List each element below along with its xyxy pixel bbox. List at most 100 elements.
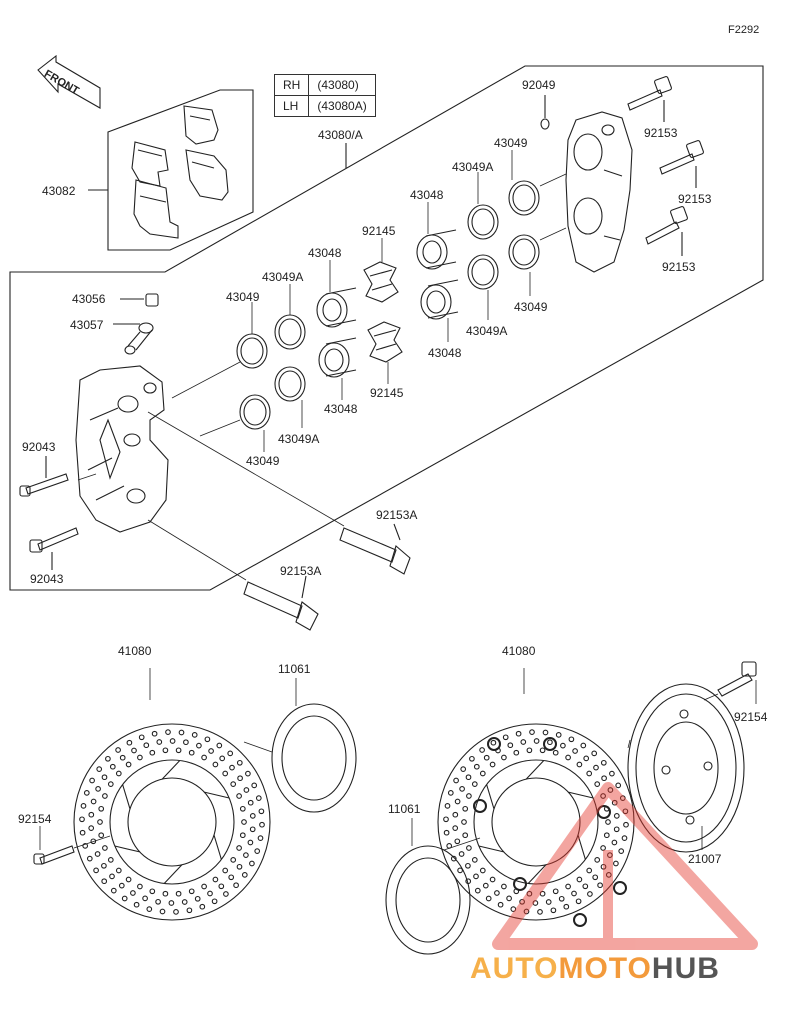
legend-part: (43080A) [308,95,376,117]
disc-hole [555,732,562,738]
disc-hole [533,738,540,744]
disc-hole [181,899,188,905]
disc-hole [568,736,575,743]
seal-43049A-b [274,366,306,402]
disc-hole [137,754,143,761]
disc-hole [462,832,469,839]
disc-hole [443,816,449,823]
disc-hole [230,857,237,863]
disc-hole [576,761,583,768]
label-92145: 92145 [362,224,396,238]
disc-hole [483,754,490,761]
disc-hole [115,770,122,777]
bolt-92043-b [29,527,79,570]
disc-hole [237,775,243,782]
label-43049A: 43049A [466,324,508,338]
disc-hole [236,793,242,799]
disc-hole [510,906,517,912]
disc-hole [107,781,114,787]
disc-hole [465,862,471,869]
disc-hole [79,816,85,823]
disc-hole [165,729,171,735]
disc-hole [137,883,143,890]
disc-hole [473,763,480,770]
disc-hole [236,845,242,851]
disc-hole [607,852,613,858]
disc-hole [146,906,153,912]
pad-spring-92145-a [363,261,399,303]
disc-hole [582,883,589,890]
caliper-body-left [75,365,169,533]
disc-hole [212,876,219,883]
label-41080: 41080 [118,644,152,658]
disc-hole [208,748,214,754]
label-43080A: 43080/A [318,128,363,142]
disc-hole [600,759,607,766]
disc-hole [450,855,457,862]
disc-hole [587,891,593,897]
disc-hole [89,777,95,784]
disc-hole [239,805,246,812]
disc-hole [212,761,219,768]
seal-43049A-d [467,254,499,290]
watermark-text: AUTOMOTOHUB [470,952,720,986]
seal-43049-b [239,394,271,430]
seal-43049A-c [467,204,499,240]
disc-hole [173,909,179,915]
disc-hole [169,738,176,744]
label-43049A: 43049A [262,270,304,284]
disc-hole [613,826,620,833]
label-43048: 43048 [428,346,462,360]
disc-hole [485,895,492,902]
disc-hole [82,843,89,849]
disc-hole [156,739,163,745]
disc-hole [454,838,461,845]
disc-hole [236,759,243,766]
disc-hole [188,749,195,756]
caliper-assembly-frame [9,65,764,591]
label-92154: 92154 [734,710,768,724]
disc-spoke [204,791,230,799]
disc-hole [613,860,619,867]
disc-hole [501,883,507,890]
disc-hole [138,734,145,741]
disc-hole [466,793,472,799]
disc-hole [611,839,618,846]
watermark-part: HUB [651,952,720,985]
disc-hole [233,882,239,889]
disc-hole [594,781,601,787]
disc-hole [479,770,486,777]
bolt-92153-b [659,140,704,188]
disc-hole [497,901,504,908]
disc-hole [576,876,583,883]
disc-hole [258,808,265,815]
gasket-11061-right [385,818,481,955]
disc-hole [194,895,201,902]
disc-hole [162,747,169,754]
disc-hole [539,890,546,897]
disc-hole [204,736,211,743]
label-92153A: 92153A [280,564,322,578]
disc-hole [259,821,265,828]
disc-hole [457,867,463,874]
disc-hole [88,811,95,818]
disc-hole [565,754,571,761]
disc-hole [95,786,101,792]
disc-hole [506,895,512,902]
disc-hole [178,729,185,736]
brake-pad-box [107,89,254,251]
label-43048: 43048 [324,402,358,416]
disc-hole [257,835,264,841]
disc-hole [183,739,189,746]
disc-hole [142,895,148,902]
disc-hole [249,813,256,819]
disc-hole [471,781,478,787]
disc-hole [196,742,202,749]
label-43049A: 43049A [278,432,320,446]
disc-hole [162,890,169,897]
disc-hole [471,857,478,863]
label-43049A: 43049A [452,160,494,174]
disc-hole [115,747,121,753]
disc-hole [465,774,472,781]
disc-hole [245,770,251,777]
